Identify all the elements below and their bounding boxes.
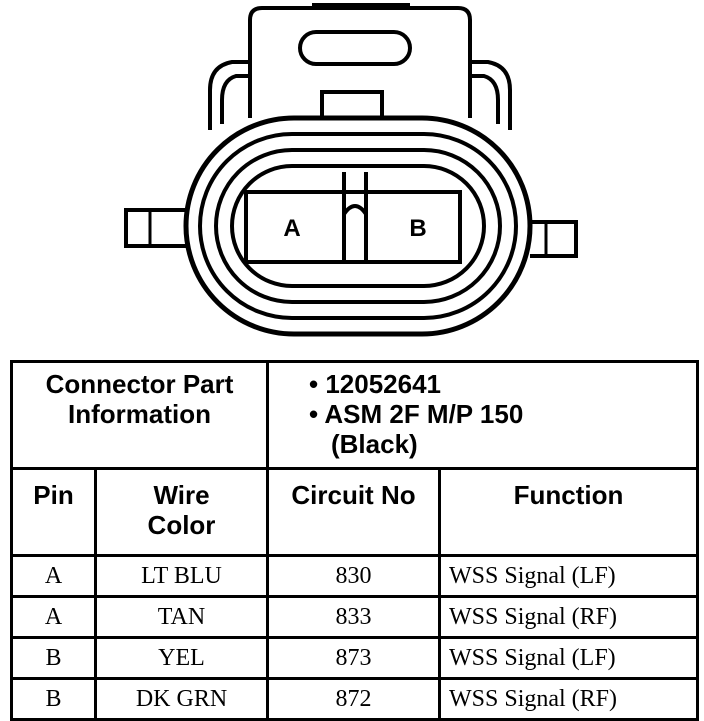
connector-diagram: A B: [124, 3, 578, 337]
header-pin: Pin: [10, 467, 97, 557]
table-row: A LT BLU 830 WSS Signal (LF): [10, 554, 700, 598]
info-label-line2: Information: [68, 399, 211, 429]
part-number: • 12052641: [309, 369, 442, 399]
cell-function: WSS Signal (LF): [437, 554, 700, 598]
header-wire-color: Wire Color: [94, 467, 269, 557]
cell-circuit: 833: [266, 595, 441, 639]
part-info-label: Connector Part Information: [10, 360, 269, 470]
part-info-list: • 12052641 • ASM 2F M/P 150 (Black): [265, 360, 700, 470]
right-shoulder-inner: [470, 74, 500, 124]
cell-pin: A: [10, 554, 97, 598]
left-shoulder: [208, 60, 250, 130]
housing-ring-4: [230, 164, 486, 288]
header-circuit-no: Circuit No: [266, 467, 441, 557]
part-description: • ASM 2F M/P 150: [309, 399, 524, 429]
cell-wire-color: DK GRN: [94, 677, 269, 721]
table-row: A TAN 833 WSS Signal (RF): [10, 595, 700, 639]
cell-wire-color: TAN: [94, 595, 269, 639]
pin-a-label: A: [283, 215, 300, 242]
cell-function: WSS Signal (RF): [437, 677, 700, 721]
pin-b-label: B: [409, 215, 426, 242]
cell-circuit: 872: [266, 677, 441, 721]
header-row: Pin Wire Color Circuit No Function: [10, 467, 700, 557]
cell-pin: B: [10, 677, 97, 721]
table-row: B YEL 873 WSS Signal (LF): [10, 636, 700, 680]
terminal-cavity: [244, 190, 462, 264]
right-ear: [530, 220, 578, 258]
housing-outer: [183, 115, 533, 337]
header-wire-color-line2: Color: [147, 510, 216, 540]
latch-post: [320, 90, 384, 120]
left-ear: [124, 208, 186, 248]
cell-function: WSS Signal (RF): [437, 595, 700, 639]
cell-wire-color: LT BLU: [94, 554, 269, 598]
cell-wire-color: YEL: [94, 636, 269, 680]
housing-ring-3: [214, 148, 502, 304]
cell-circuit: 873: [266, 636, 441, 680]
header-wire-color-line1: Wire: [153, 480, 210, 510]
connector-pin-table: Connector Part Information • 12052641 • …: [10, 360, 700, 721]
cell-pin: B: [10, 636, 97, 680]
header-function: Function: [437, 467, 700, 557]
cell-function: WSS Signal (LF): [437, 636, 700, 680]
right-shoulder: [470, 60, 512, 130]
cell-circuit: 830: [266, 554, 441, 598]
housing-ring-2: [198, 132, 518, 320]
part-info-row: Connector Part Information • 12052641 • …: [10, 360, 700, 470]
center-key-arc: [342, 204, 368, 216]
cell-pin: A: [10, 595, 97, 639]
center-key: [342, 172, 368, 262]
part-color: (Black): [331, 429, 418, 459]
left-shoulder-inner: [220, 74, 250, 124]
locking-tab-slot: [298, 30, 412, 66]
info-label-line1: Connector Part: [45, 369, 234, 399]
table-row: B DK GRN 872 WSS Signal (RF): [10, 677, 700, 721]
